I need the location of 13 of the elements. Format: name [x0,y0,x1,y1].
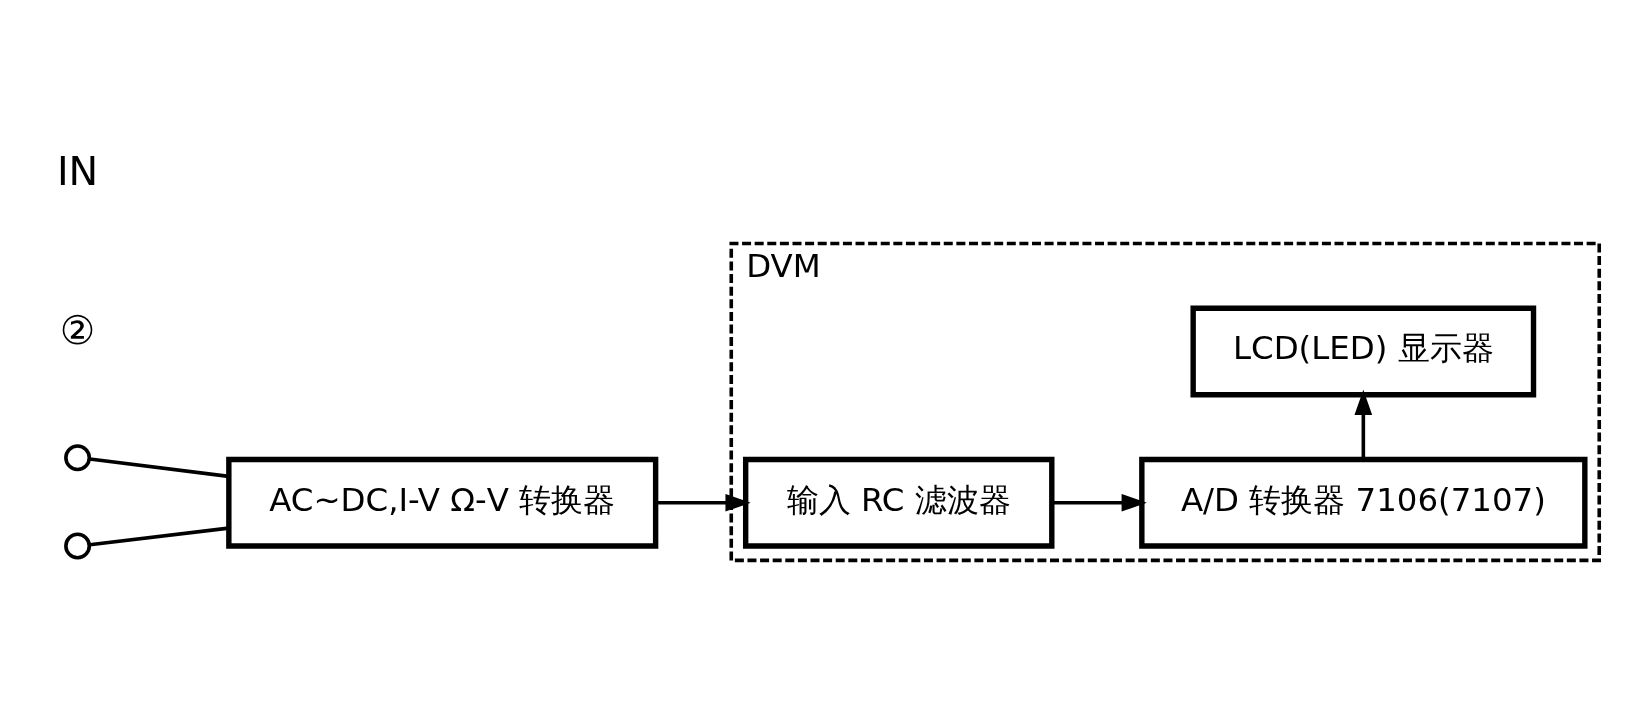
connector [89,525,229,547]
node-box: LCD(LED) 显示器 [1190,305,1537,397]
arrow [655,493,751,512]
node-circle [64,443,92,471]
connector [89,456,229,478]
label: ② [59,306,96,353]
node-circle [64,532,92,559]
arrow [1052,493,1147,512]
node-box: AC~DC,I-V Ω-V 转换器 [226,456,659,549]
node-box: 输入 RC 滤波器 [742,456,1055,549]
label: IN [56,147,99,194]
node-box: A/D 转换器 7106(7107) [1139,456,1588,549]
arrow [1354,389,1373,459]
